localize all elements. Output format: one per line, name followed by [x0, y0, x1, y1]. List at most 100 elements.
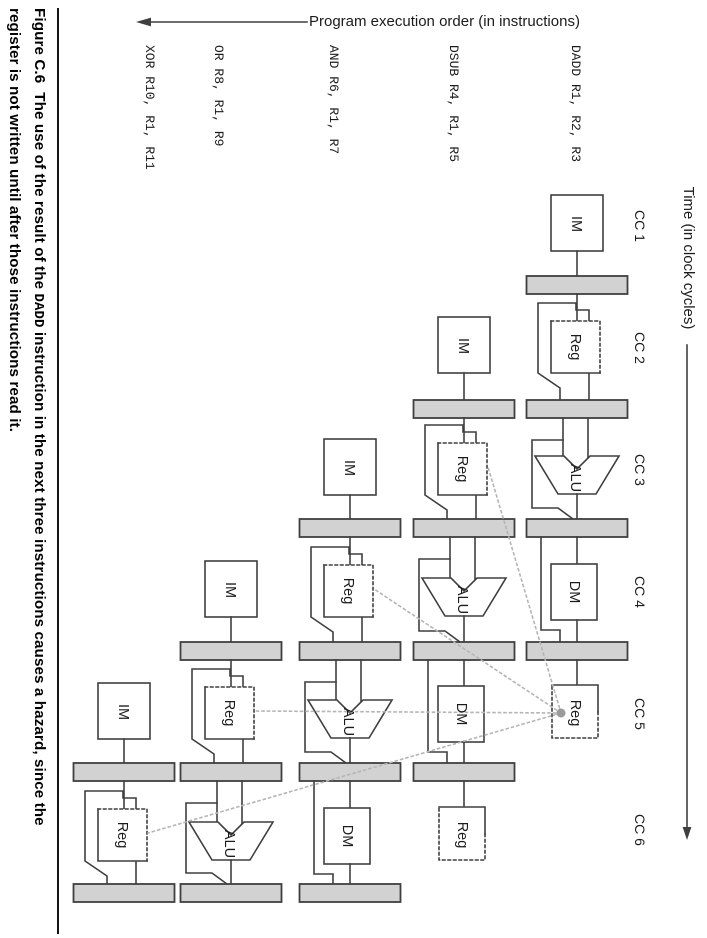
dm-box — [437, 685, 485, 743]
pipeline-register-bar — [412, 762, 516, 782]
dm-bypass-wire — [427, 659, 448, 764]
pipeline-dsub — [412, 316, 516, 861]
pipeline-and — [298, 438, 402, 903]
stage-label-im: IM — [341, 459, 357, 477]
instruction-xor: XOR R10, R1, R11 — [142, 45, 157, 170]
reg-box-solid-edges — [438, 806, 486, 835]
reg-box-solid-edges — [204, 686, 255, 740]
pipeline-register-bar — [298, 518, 402, 538]
clock-cycle-label-6: CC 6 — [632, 814, 648, 846]
stage-label-alu: ALU — [454, 585, 470, 615]
hazard-write-dot — [556, 708, 566, 718]
stage-label-reg: Reg — [114, 821, 130, 849]
alu-shape — [187, 821, 275, 861]
stage-label-reg-write: Reg — [567, 699, 583, 727]
pipeline-register-bar — [525, 641, 629, 661]
pipeline-register-bar — [412, 399, 516, 419]
alu-bypass-wire — [418, 558, 462, 644]
reg-box-solid-edges — [437, 442, 488, 496]
stage-label-alu: ALU — [340, 707, 356, 737]
stage-label-reg: Reg — [454, 455, 470, 483]
clock-cycle-label-2: CC 2 — [632, 332, 648, 364]
pipeline-register-bar — [525, 275, 629, 295]
reg-box-fill — [205, 687, 254, 739]
stage-label-reg: Reg — [221, 699, 237, 727]
reg-read-port-outline — [310, 546, 363, 643]
pipeline-register-bar — [412, 641, 516, 661]
reg-box-fill — [438, 443, 487, 495]
dm-bypass-wire — [540, 536, 561, 643]
clock-cycle-label-5: CC 5 — [632, 698, 648, 730]
im-box — [437, 316, 491, 374]
pipeline-or — [179, 560, 283, 903]
pipeline-register-bar — [298, 883, 402, 903]
pipeline-xor — [72, 682, 176, 903]
reg-box-fill — [324, 565, 373, 617]
reg-box-solid-edges — [550, 320, 601, 374]
reg-read-port-outline — [537, 302, 590, 401]
stage-label-im: IM — [222, 581, 238, 599]
reg-box-dotted-edges — [438, 806, 486, 861]
im-box — [323, 438, 377, 496]
alu-bypass-wire — [531, 439, 575, 521]
instruction-dadd: DADD R1, R2, R3 — [568, 45, 583, 163]
alu-shape — [533, 455, 621, 495]
im-box — [204, 560, 258, 618]
reg-read-port-outline — [84, 790, 137, 885]
instruction-dsub: DSUB R4, R1, R5 — [446, 45, 461, 163]
reg-read-port-outline — [424, 424, 477, 520]
dm-bypass-wire — [313, 780, 334, 885]
program-order-label: Program execution order (in instructions… — [309, 13, 580, 30]
alu-shape — [420, 577, 508, 617]
reg-box-solid-edges — [551, 684, 599, 713]
pipeline-register-bar — [179, 883, 283, 903]
hazard-line-to-xor-reg — [147, 712, 562, 834]
stage-label-alu: ALU — [221, 829, 237, 859]
stage-label-alu: ALU — [567, 463, 583, 493]
hazard-dependences — [147, 466, 563, 834]
pipeline-register-bar — [72, 762, 176, 782]
clock-cycle-label-3: CC 3 — [632, 454, 648, 486]
alu-bypass-wire — [304, 681, 348, 765]
dm-box — [550, 563, 598, 621]
im-box — [97, 682, 151, 740]
hazard-line-to-dsub-reg — [487, 466, 562, 714]
pipeline-dadd — [525, 194, 629, 739]
hazard-line-to-or-reg — [254, 710, 562, 714]
reg-box-fill — [551, 321, 600, 373]
time-arrowhead — [682, 827, 692, 840]
alu-shape — [306, 699, 394, 739]
stage-label-reg-write: Reg — [454, 821, 470, 849]
pipeline-register-bar — [298, 641, 402, 661]
pipeline-register-bar — [298, 762, 402, 782]
stage-label-im: IM — [115, 703, 131, 721]
stage-label-reg: Reg — [340, 577, 356, 605]
im-box — [550, 194, 604, 252]
reg-box-dotted-edges — [204, 686, 255, 740]
reg-read-port-outline — [191, 668, 244, 764]
reg-box-fill — [439, 807, 485, 860]
pipeline-register-bar — [72, 883, 176, 903]
hazard-line-to-and-reg — [372, 587, 563, 715]
stage-label-dm: DM — [566, 580, 582, 604]
time-arrow — [682, 344, 692, 840]
clock-cycle-label-1: CC 1 — [632, 210, 648, 242]
instruction-and: AND R6, R1, R7 — [326, 45, 341, 155]
reg-box-solid-edges — [323, 564, 374, 618]
program-order-arrow — [136, 17, 308, 27]
pipeline-register-bar — [179, 641, 283, 661]
reg-box-dotted-edges — [323, 564, 374, 618]
stage-label-dm: DM — [339, 824, 355, 848]
stage-label-dm: DM — [453, 702, 469, 726]
stage-label-reg: Reg — [567, 333, 583, 361]
alu-bypass-wire — [185, 802, 229, 886]
caption-divider-rule — [57, 8, 59, 934]
reg-box-dotted-edges — [551, 684, 599, 739]
instruction-or: OR R8, R1, R9 — [211, 45, 226, 147]
time-axis-label: Time (in clock cycles) — [680, 186, 697, 330]
reg-box-solid-edges — [97, 808, 148, 862]
dm-box — [323, 807, 371, 865]
program-arrowhead — [136, 17, 151, 27]
